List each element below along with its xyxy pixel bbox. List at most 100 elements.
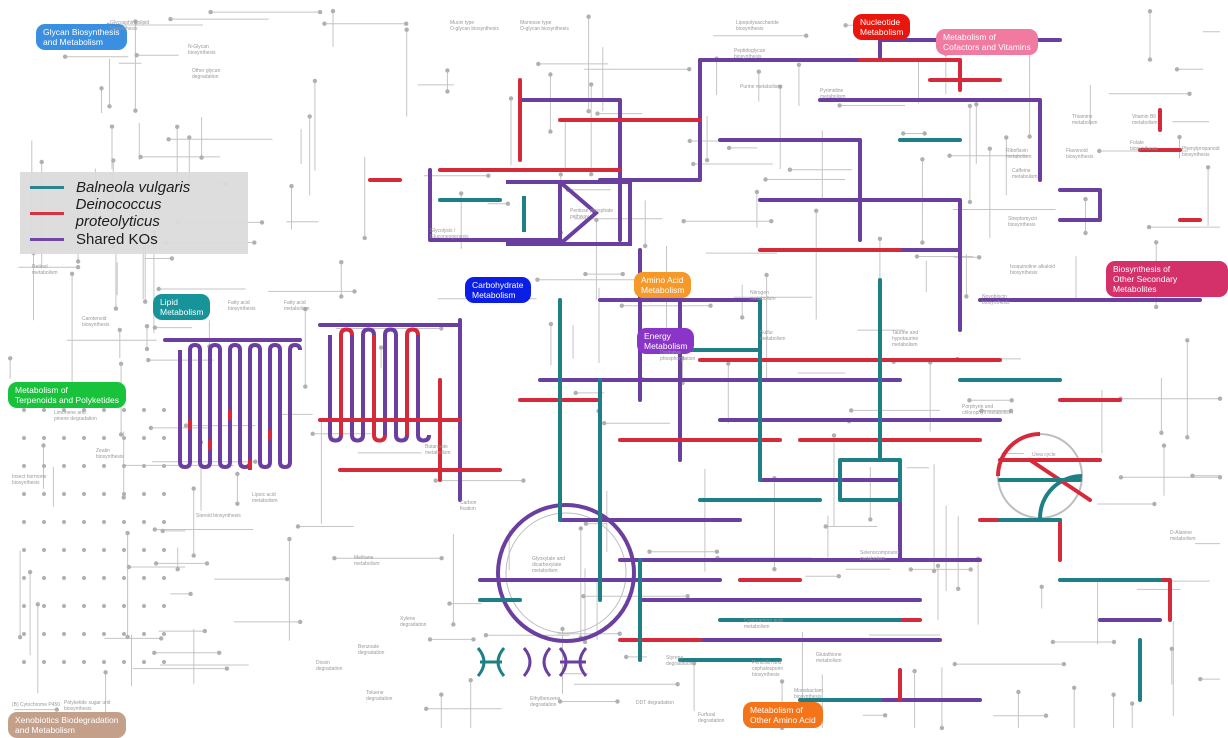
compound-node — [908, 567, 913, 572]
compound-node — [17, 635, 23, 640]
compound-node — [75, 259, 81, 264]
chain-segment — [328, 335, 343, 443]
label-streptomycin: Streptomycin biosynthesis — [1008, 216, 1038, 228]
compound-node — [687, 138, 692, 144]
compound-node — [1190, 473, 1195, 478]
compound-node — [339, 294, 344, 299]
compound-node — [22, 660, 26, 664]
compound-node — [156, 286, 161, 292]
pathway-segment — [518, 98, 622, 242]
compound-node — [162, 632, 166, 636]
tca-cycle-ring — [496, 503, 636, 643]
compound-node — [235, 471, 240, 477]
compound-node — [1016, 689, 1021, 695]
chain-segment — [278, 350, 292, 470]
compound-node — [22, 464, 26, 468]
compound-node — [352, 289, 357, 294]
compound-node — [27, 569, 33, 575]
pathway-segment — [978, 518, 1062, 562]
compound-node — [1177, 134, 1182, 140]
compound-node — [175, 567, 180, 572]
compound-node — [303, 306, 308, 312]
compound-node — [814, 208, 819, 213]
compound-node — [691, 661, 697, 666]
compound-node — [505, 201, 511, 206]
compound-node — [1008, 408, 1014, 413]
legend-label-balneola: Balneola vulgaris — [76, 178, 191, 196]
compound-node — [620, 271, 625, 277]
compound-node — [787, 167, 793, 172]
compound-node — [1174, 67, 1180, 72]
compound-node — [332, 556, 337, 561]
pathway-segment — [898, 248, 962, 332]
compound-node — [162, 576, 166, 580]
compound-node — [471, 637, 476, 642]
compound-node — [187, 135, 192, 140]
compound-node — [75, 265, 81, 270]
compound-node — [287, 536, 292, 542]
chain-segment — [288, 342, 302, 462]
legend-item-shared: Shared KOs — [30, 228, 158, 250]
compound-node — [1152, 501, 1157, 507]
pathway-segment — [858, 58, 962, 92]
compound-node — [42, 548, 46, 552]
compound-node — [317, 9, 323, 15]
compound-node — [217, 650, 222, 655]
compound-node — [191, 486, 196, 491]
label-urea-cycle: Urea cycle — [1032, 452, 1056, 458]
compound-node — [1154, 240, 1159, 245]
category-cofactors: Metabolism of Cofactors and Vitamins — [936, 29, 1038, 55]
compound-node — [82, 408, 86, 412]
compound-node — [102, 464, 106, 468]
compound-node — [144, 324, 150, 329]
compound-node — [134, 53, 139, 58]
pathway-segment — [818, 98, 1042, 182]
compound-node — [122, 464, 126, 468]
compound-node — [779, 679, 785, 684]
compound-node — [1039, 584, 1044, 589]
compound-node — [536, 61, 541, 67]
compound-node — [901, 131, 906, 136]
compound-node — [947, 153, 952, 158]
label-folate: Folate biosynthesis — [1130, 140, 1158, 152]
compound-node — [740, 315, 745, 320]
compound-node — [152, 527, 157, 532]
compound-node — [1147, 9, 1153, 14]
compound-node — [109, 124, 115, 129]
compound-node — [42, 436, 46, 440]
compound-node — [168, 16, 173, 22]
compound-node — [191, 553, 196, 558]
compound-node — [1009, 398, 1014, 403]
compound-node — [447, 601, 452, 606]
compound-node — [42, 492, 46, 496]
compound-node — [1205, 165, 1211, 170]
compound-node — [548, 321, 554, 327]
compound-node — [617, 631, 622, 636]
compound-node — [578, 526, 583, 531]
compound-node — [977, 255, 982, 260]
compound-node — [183, 423, 189, 428]
compound-node — [125, 634, 130, 640]
label-benzoate: Benzoate degradation — [358, 644, 385, 656]
chain-segment — [394, 335, 409, 443]
compound-node — [404, 27, 409, 32]
compound-node — [235, 501, 240, 506]
compound-node — [439, 326, 444, 331]
compound-node — [1147, 57, 1153, 62]
compound-node — [82, 492, 86, 496]
category-secondary: Biosynthesis of Other Secondary Metaboli… — [1106, 261, 1228, 297]
compound-node — [804, 33, 809, 38]
label-limonene: Limonene and pinene degradation — [54, 410, 97, 422]
label-fatty-acid: Fatty acid biosynthesis — [228, 300, 256, 312]
compound-node — [583, 521, 589, 526]
compound-node — [133, 19, 138, 24]
compound-node — [259, 220, 265, 225]
label-vitamin-b6: Vitamin B6 metabolism — [1132, 114, 1158, 126]
label-riboflavin: Riboflavin metabolism — [1006, 148, 1032, 160]
label-dioxin: Dioxin degradation — [316, 660, 343, 672]
label-d-alanine: D-Alanine metabolism — [1170, 530, 1196, 542]
compound-node — [439, 692, 444, 697]
label-insect-hormone: Insect hormone biosynthesis — [12, 474, 47, 486]
compound-node — [113, 306, 119, 311]
